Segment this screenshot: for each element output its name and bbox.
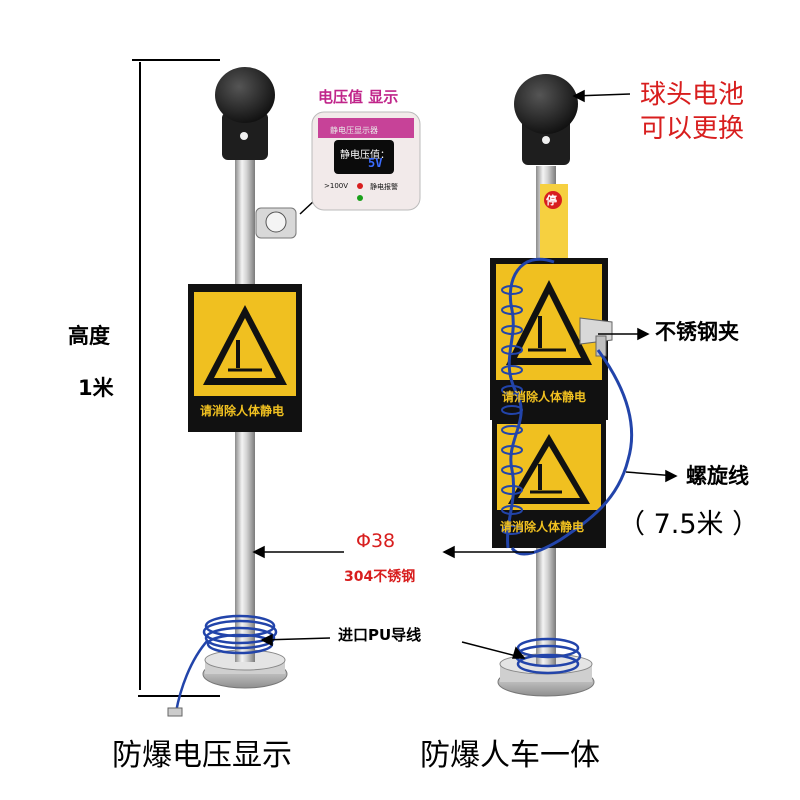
left-product-caption: 防爆电压显示 xyxy=(112,738,292,773)
left-coiled-wire xyxy=(174,614,278,713)
ball-battery-label: 球头电池 xyxy=(640,80,745,110)
spiral-cable-label: 螺旋线 xyxy=(686,464,749,488)
stainless-clip xyxy=(579,317,613,357)
left-warning-sign xyxy=(188,284,302,432)
replaceable-label: 可以更换 xyxy=(640,114,745,144)
annotation-arrows xyxy=(252,89,678,659)
wire-label: 进口PU导线 xyxy=(338,626,422,644)
pole-diameter: Φ38 xyxy=(356,530,396,552)
voltage-display-title: 电压值 显示 xyxy=(318,88,399,106)
left-ground-clip xyxy=(167,707,183,717)
display-reading-label: 静电压值： xyxy=(340,150,390,161)
spiral-coil-turns xyxy=(501,285,523,535)
right-lower-sign-text: 请消除人体静电 xyxy=(500,520,585,534)
right-sign-text: 请消除人体静电 xyxy=(502,390,587,404)
display-panel-header: 静电压显示器 xyxy=(330,126,378,135)
stop-badge: 停 xyxy=(546,194,557,207)
height-label: 高度 xyxy=(68,324,110,348)
right-product-caption: 防爆人车一体 xyxy=(420,738,600,773)
display-reading-value: 5V xyxy=(368,156,383,170)
spiral-cable-length: （ 7.5米 ） xyxy=(618,509,760,540)
stainless-clip-label: 不锈钢夹 xyxy=(655,320,739,344)
left-sign-text: 请消除人体静电 xyxy=(200,404,285,418)
height-value: 1米 xyxy=(78,376,114,400)
display-threshold: >100V xyxy=(324,182,349,190)
display-alarm-label: 静电报警 xyxy=(370,183,398,191)
voltage-display-panel xyxy=(299,111,421,215)
pole-material: 304不锈钢 xyxy=(344,569,416,585)
